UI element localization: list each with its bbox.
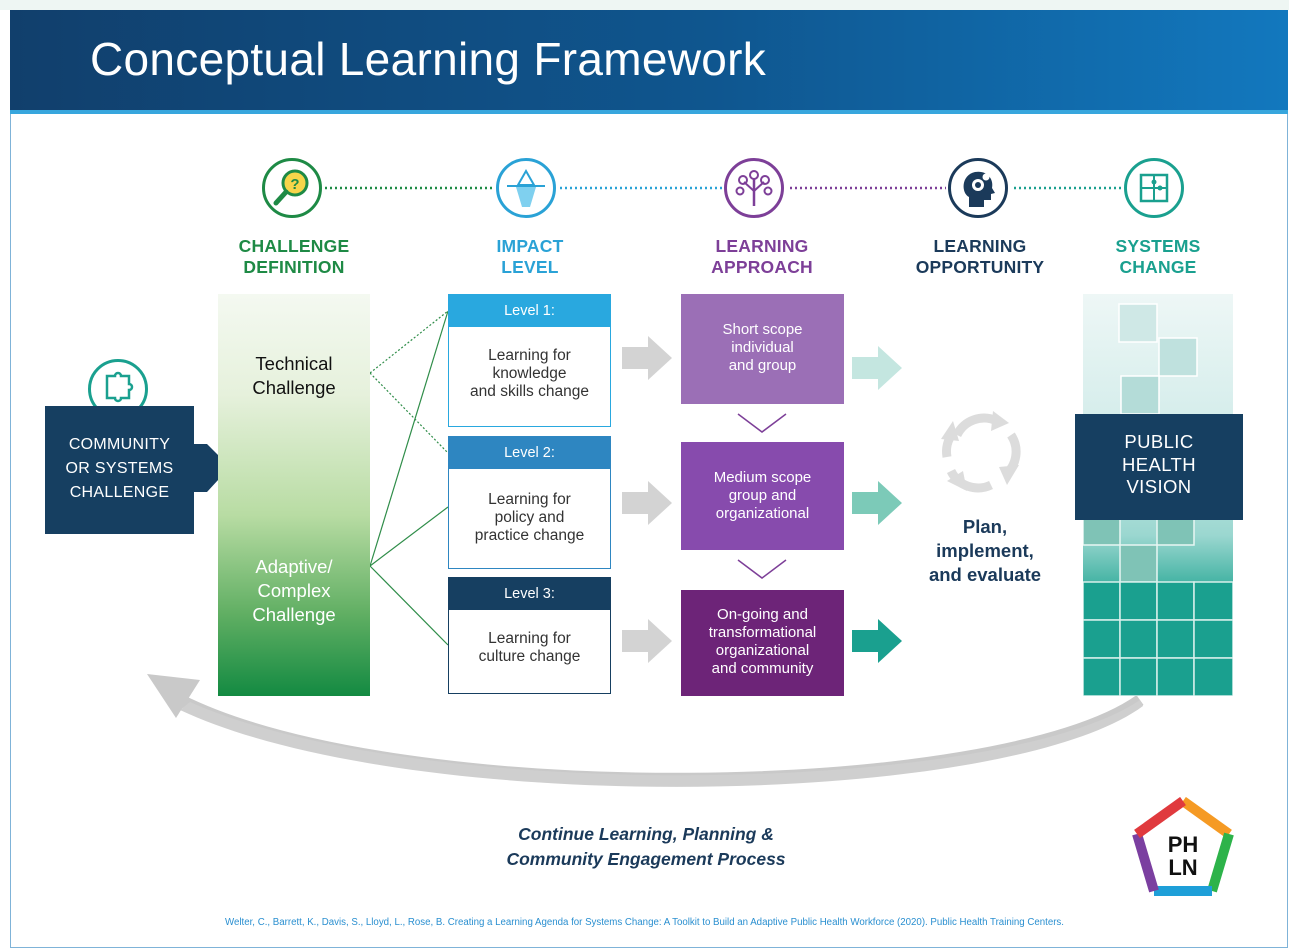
svg-text:PH: PH [1168,832,1199,857]
level-3-heading: Level 3: [449,578,610,610]
arrow-level2-approach [622,481,672,525]
arrow-level3-approach [622,619,672,663]
return-arc [177,694,1144,785]
continue-learning-text: Continue Learning, Planning & Community … [506,824,786,869]
level-3-box: Level 3: Learning for culture change [448,577,611,694]
header-rule [10,110,1288,114]
fan-line-adaptive-2 [369,506,449,567]
level-1-heading: Level 1: [449,295,610,327]
technical-challenge-label: Technical Challenge [252,353,336,398]
public-health-vision-box: PUBLIC HEALTH VISION [1075,414,1243,520]
level-2-box: Level 2: Learning for policy and practic… [448,436,611,569]
plan-implement-evaluate-text: Plan, implement, and evaluate [928,516,1042,585]
iceberg-icon [496,158,556,218]
column-title-challenge-definition: CHALLENGE DEFINITION [238,236,350,277]
community-arrow [194,444,230,492]
arrow-approach1-opportunity [852,346,902,390]
chevron-down-icon [737,559,787,579]
column-title-learning-opportunity: LEARNING OPPORTUNITY [915,236,1045,277]
level-2-description: Learning for policy and practice change [474,491,585,544]
column-title-learning-approach: LEARNING APPROACH [711,236,813,277]
approach-short-scope: Short scope individual and group [681,294,844,404]
return-arrow-head [147,674,200,718]
approach-medium-scope: Medium scope group and organizational [681,442,844,550]
community-challenge-label: COMMUNITY OR SYSTEMS CHALLENGE [65,436,174,501]
magnifier-question-icon: ? [262,158,322,218]
citation-text: Welter, C., Barrett, K., Davis, S., Lloy… [225,917,1064,928]
column-title-systems-change: SYSTEMS CHANGE [1115,236,1201,277]
svg-text:?: ? [290,176,299,193]
fan-line-adaptive-3 [369,565,449,646]
arrow-approach2-opportunity [852,481,902,525]
community-challenge-box: COMMUNITY OR SYSTEMS CHALLENGE [45,406,194,534]
fan-line-tech-1 [369,310,449,374]
level-1-description: Learning for knowledge and skills change [470,347,589,400]
head-gears-icon [948,158,1008,218]
phln-logo: PH LN [1130,796,1236,897]
fan-line-tech-2 [369,372,449,454]
adaptive-challenge-label: Adaptive/ Complex Challenge [252,556,336,625]
level-3-description: Learning for culture change [478,630,581,665]
column-title-impact-level: IMPACT LEVEL [496,236,564,277]
level-1-box: Level 1: Learning for knowledge and skil… [448,294,611,427]
puzzle-icon [1124,158,1184,218]
chevron-down-icon [737,413,787,433]
fan-line-adaptive-1 [369,310,449,567]
cycle-arrows-icon [941,411,1021,493]
arrow-approach3-opportunity [852,619,902,663]
tree-gears-icon [724,158,784,218]
top-background-strip [0,0,1289,10]
page-title: Conceptual Learning Framework [90,33,767,85]
slide-header: Conceptual Learning Framework [10,10,1288,114]
return-arc-fill [180,700,1143,787]
approach-ongoing: On-going and transformational organizati… [681,590,844,696]
level-2-heading: Level 2: [449,437,610,469]
challenge-definition-column [218,294,370,696]
svg-text:LN: LN [1168,855,1197,880]
arrow-level1-approach [622,336,672,380]
